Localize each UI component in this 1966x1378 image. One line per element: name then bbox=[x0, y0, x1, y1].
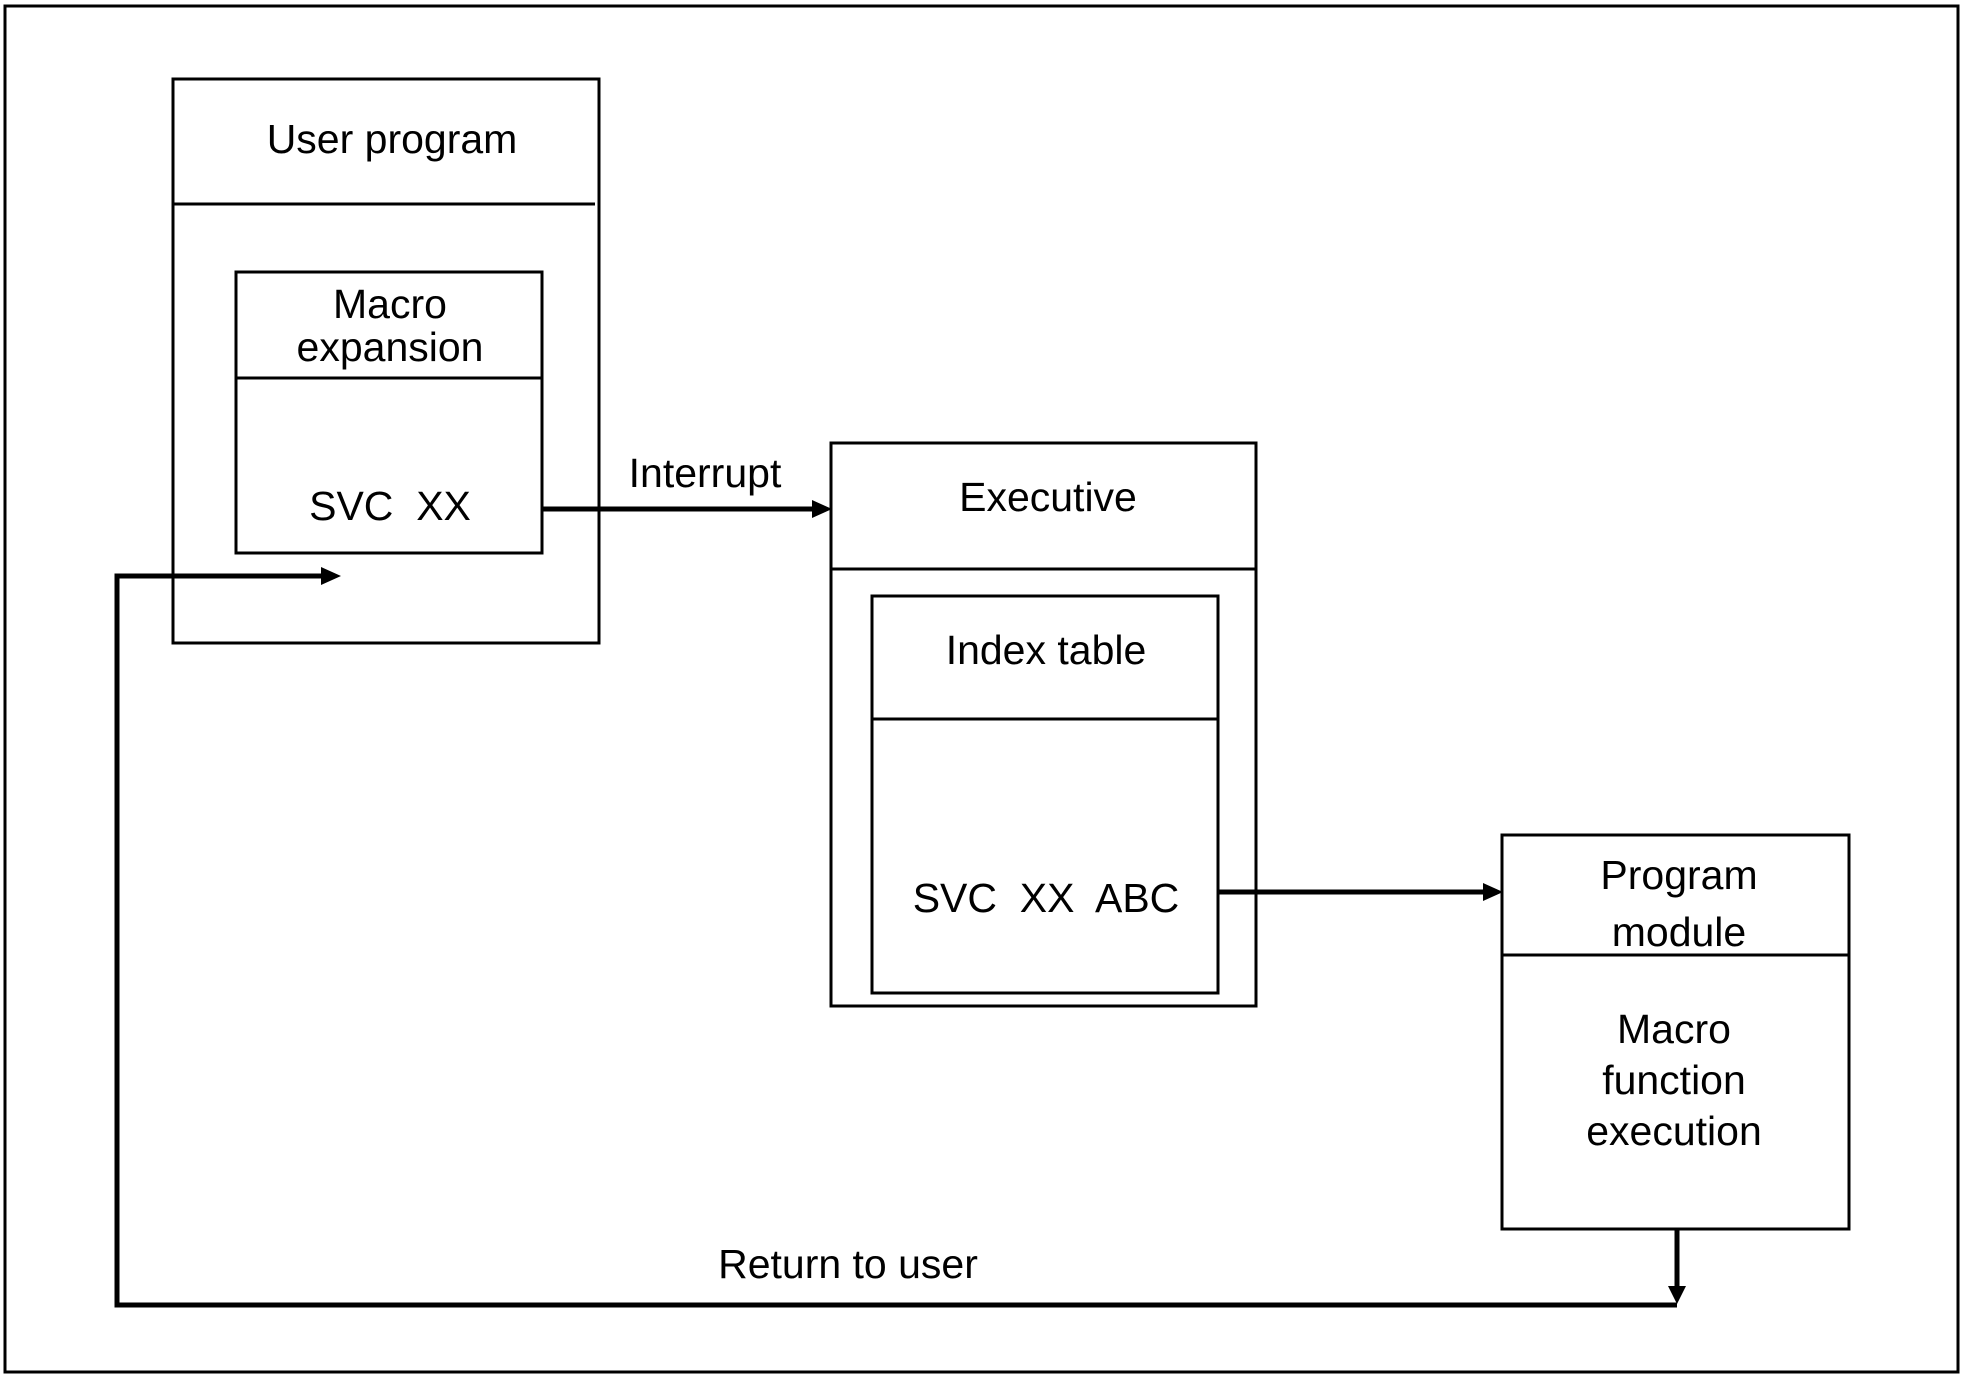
program-module-title-line1: Program bbox=[1600, 852, 1757, 898]
svc-instruction: SVC XX bbox=[309, 483, 471, 529]
interrupt-arrow: Interrupt bbox=[542, 450, 832, 518]
diagram-frame bbox=[3, 4, 1960, 1374]
macro-expansion-title-line1: Macro bbox=[333, 281, 447, 327]
macro-expansion-title-line2: expansion bbox=[297, 324, 484, 370]
user-program-title: User program bbox=[267, 116, 518, 162]
return-arrow-down-head bbox=[1668, 1286, 1686, 1304]
index-table-outline bbox=[870, 594, 1220, 995]
program-module-box: Program module Macro function execution bbox=[1500, 833, 1851, 1231]
return-arrow-path bbox=[114, 573, 1677, 1308]
return-arrow: Return to user bbox=[114, 567, 1686, 1308]
user-program-box: User program Macro expansion SVC XX bbox=[171, 77, 601, 645]
user-program-outline bbox=[171, 77, 601, 645]
executive-outline bbox=[829, 441, 1258, 1008]
program-module-body-line1: Macro bbox=[1617, 1006, 1731, 1052]
index-table-title: Index table bbox=[946, 627, 1147, 673]
dispatch-arrow-head bbox=[1483, 883, 1503, 901]
interrupt-arrow-head bbox=[812, 500, 832, 518]
program-module-title-line2: module bbox=[1612, 909, 1746, 955]
program-module-body-line2: function bbox=[1602, 1057, 1746, 1103]
dispatch-arrow bbox=[1218, 883, 1503, 901]
return-arrow-head bbox=[321, 567, 341, 585]
executive-title: Executive bbox=[959, 474, 1137, 520]
interrupt-label: Interrupt bbox=[629, 450, 782, 496]
program-module-body-line3: execution bbox=[1586, 1108, 1762, 1154]
macro-expansion-outline bbox=[234, 270, 544, 555]
executive-box: Executive Index table SVC XX ABC bbox=[829, 441, 1258, 1008]
return-label: Return to user bbox=[718, 1241, 978, 1287]
index-table-entry: SVC XX ABC bbox=[913, 875, 1180, 921]
macro-expansion-box: Macro expansion SVC XX bbox=[234, 270, 544, 555]
index-table-box: Index table SVC XX ABC bbox=[870, 594, 1220, 995]
